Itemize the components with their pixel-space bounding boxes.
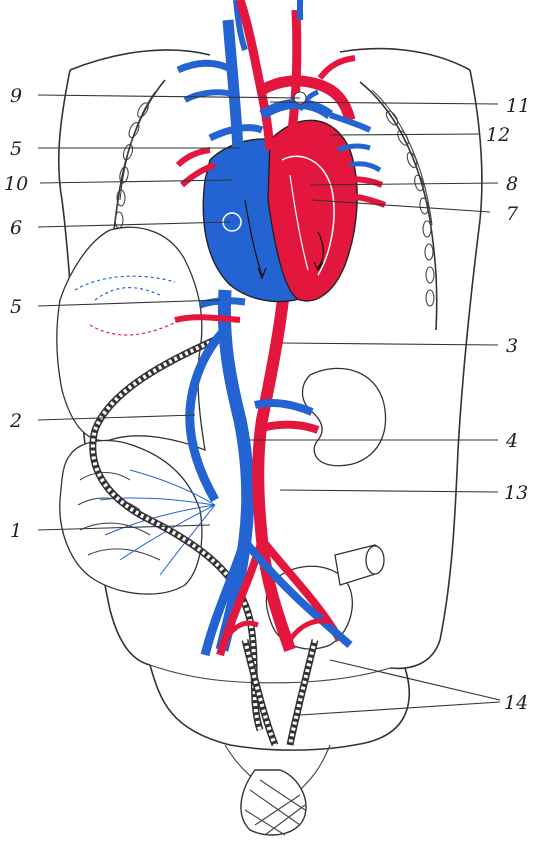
ductus-venosus xyxy=(185,326,229,503)
intestine-folds xyxy=(77,471,161,561)
umbilical-cord xyxy=(89,336,319,747)
label-1: 1 xyxy=(10,520,22,542)
kidney xyxy=(301,367,387,467)
label-14: 14 xyxy=(504,692,528,714)
intestine-tube xyxy=(334,544,385,586)
placenta-knot xyxy=(240,769,307,836)
liver xyxy=(56,226,206,452)
label-10: 10 xyxy=(4,173,28,195)
great-vessels xyxy=(175,0,387,208)
label-5-upper: 5 xyxy=(10,138,22,160)
label-12: 12 xyxy=(486,124,510,146)
inferior-vena-cava xyxy=(215,289,255,652)
label-6: 6 xyxy=(10,217,22,239)
label-2: 2 xyxy=(9,410,22,432)
label-9: 9 xyxy=(10,85,22,107)
label-5-lower: 5 xyxy=(10,296,22,318)
intestine-loop xyxy=(59,439,203,595)
label-4: 4 xyxy=(505,430,518,452)
label-8: 8 xyxy=(506,173,518,195)
label-7: 7 xyxy=(506,203,519,225)
descending-aorta xyxy=(252,299,296,652)
labels: 9 11 12 5 10 8 7 6 5 3 2 4 13 1 14 xyxy=(4,85,530,714)
label-11: 11 xyxy=(506,95,530,117)
leader-lines xyxy=(37,94,501,716)
label-3: 3 xyxy=(506,335,518,357)
label-13: 13 xyxy=(504,482,528,504)
ribs-right xyxy=(359,81,438,331)
